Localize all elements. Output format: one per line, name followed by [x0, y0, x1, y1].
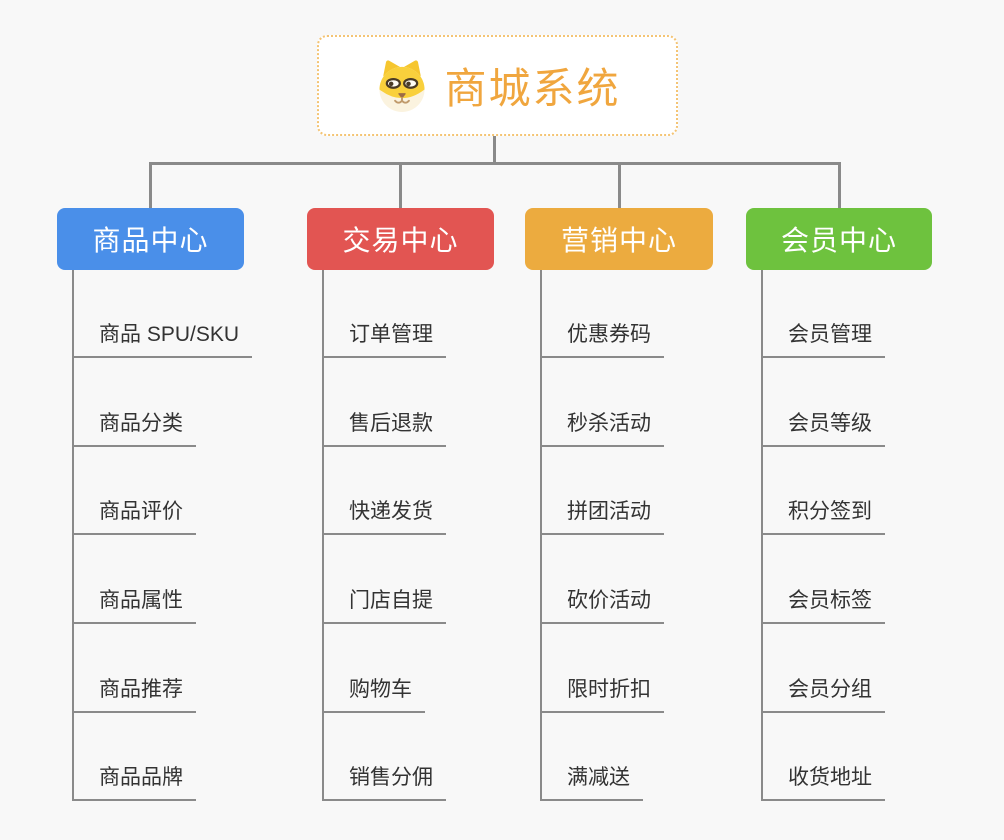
connector-drop-2	[399, 162, 402, 208]
leaf-node-limited-time-discount[interactable]: 限时折扣	[540, 675, 664, 713]
connector-trunk-1	[72, 270, 74, 801]
connector-trunk-3	[540, 270, 542, 801]
connector-horizontal	[149, 162, 841, 165]
leaf-node-full-reduction[interactable]: 满减送	[540, 763, 643, 801]
branch-node-marketing-center[interactable]: 营销中心	[525, 208, 713, 270]
leaf-node-product-brand[interactable]: 商品品牌	[72, 763, 196, 801]
connector-trunk-4	[761, 270, 763, 801]
connector-drop-4	[838, 162, 841, 208]
leaf-node-points-checkin[interactable]: 积分签到	[761, 497, 885, 535]
leaf-node-shipping-address[interactable]: 收货地址	[761, 763, 885, 801]
leaf-node-member-tag[interactable]: 会员标签	[761, 586, 885, 624]
leaf-node-flash-sale[interactable]: 秒杀活动	[540, 409, 664, 447]
branch-node-product-center[interactable]: 商品中心	[57, 208, 244, 270]
dog-face-icon	[374, 59, 430, 112]
leaf-node-order-management[interactable]: 订单管理	[322, 320, 446, 358]
connector-drop-1	[149, 162, 152, 208]
leaf-node-product-spu-sku[interactable]: 商品 SPU/SKU	[72, 320, 253, 358]
leaf-node-product-category[interactable]: 商品分类	[72, 409, 196, 447]
leaf-node-member-level[interactable]: 会员等级	[761, 409, 885, 447]
leaf-node-bargain-activity[interactable]: 砍价活动	[540, 586, 664, 624]
leaf-node-product-recommend[interactable]: 商品推荐	[72, 675, 196, 713]
leaf-node-coupon-code[interactable]: 优惠券码	[540, 320, 664, 358]
leaf-node-product-review[interactable]: 商品评价	[72, 497, 196, 535]
leaf-node-express-delivery[interactable]: 快递发货	[322, 497, 446, 535]
connector-trunk-2	[322, 270, 324, 801]
root-node-title: 商城系统	[444, 65, 621, 112]
leaf-node-group-buy[interactable]: 拼团活动	[540, 497, 664, 535]
leaf-node-store-pickup[interactable]: 门店自提	[322, 586, 446, 624]
leaf-node-shopping-cart[interactable]: 购物车	[322, 675, 425, 713]
connector-drop-3	[618, 162, 621, 208]
leaf-node-product-attribute[interactable]: 商品属性	[72, 586, 196, 624]
leaf-node-member-management[interactable]: 会员管理	[761, 320, 885, 358]
branch-label: 交易中心	[342, 225, 459, 256]
branch-node-member-center[interactable]: 会员中心	[746, 208, 932, 270]
leaf-node-after-sales-refund[interactable]: 售后退款	[322, 409, 446, 447]
branch-label: 营销中心	[560, 225, 677, 256]
branch-label: 商品中心	[92, 225, 209, 256]
root-node[interactable]: 商城系统	[317, 35, 678, 136]
leaf-node-member-group[interactable]: 会员分组	[761, 675, 885, 713]
connector-root-stem	[493, 136, 496, 164]
branch-node-trade-center[interactable]: 交易中心	[307, 208, 494, 270]
branch-label: 会员中心	[780, 225, 897, 256]
leaf-node-sales-commission[interactable]: 销售分佣	[322, 763, 446, 801]
